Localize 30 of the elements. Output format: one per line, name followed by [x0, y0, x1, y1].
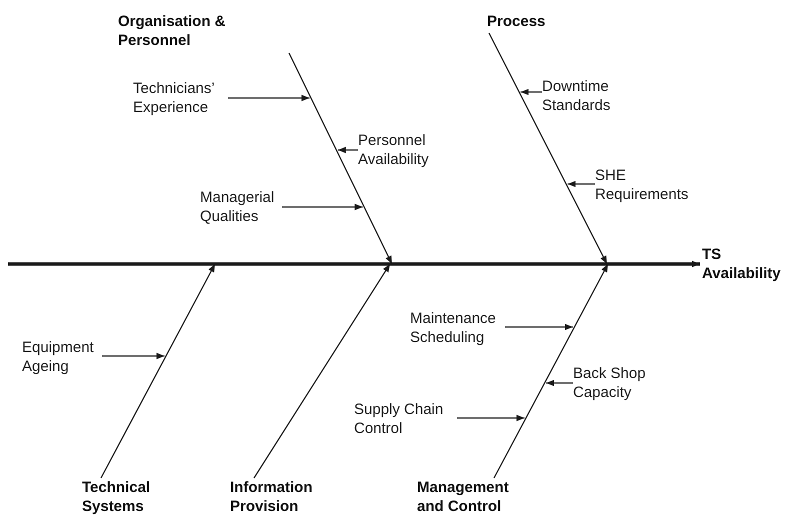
cause-arrow — [505, 324, 573, 330]
effect-label: TS Availability — [702, 245, 792, 283]
bone-arrow — [288, 52, 393, 264]
spine-arrow — [8, 260, 700, 268]
cause-arrow — [520, 88, 542, 96]
cause-label: Equipment Ageing — [22, 338, 102, 376]
cause-arrow — [338, 146, 358, 154]
category-label: Management and Control — [417, 478, 537, 516]
cause-arrow — [546, 380, 573, 386]
bone-arrow — [493, 264, 609, 478]
category-label: Process — [487, 12, 547, 31]
cause-label: Back Shop Capacity — [573, 364, 673, 402]
cause-label: SHE Requirements — [595, 166, 720, 204]
cause-label: Technicians’ Experience — [133, 79, 228, 117]
cause-arrow — [282, 204, 363, 210]
cause-label: Managerial Qualities — [200, 188, 282, 226]
cause-label: Maintenance Scheduling — [410, 309, 505, 347]
cause-label: Supply Chain Control — [354, 400, 457, 438]
cause-arrow — [568, 180, 595, 188]
category-label: Organisation & Personnel — [118, 12, 258, 50]
bone-arrow — [488, 32, 608, 264]
cause-arrow — [102, 352, 164, 360]
cause-label: Downtime Standards — [542, 77, 637, 115]
bone-arrow — [100, 264, 216, 478]
category-label: Information Provision — [230, 478, 330, 516]
cause-arrow — [228, 94, 310, 102]
category-label: Technical Systems — [82, 478, 182, 516]
cause-arrow — [457, 414, 524, 422]
bone-arrow — [254, 264, 390, 478]
cause-label: Personnel Availability — [358, 131, 453, 169]
